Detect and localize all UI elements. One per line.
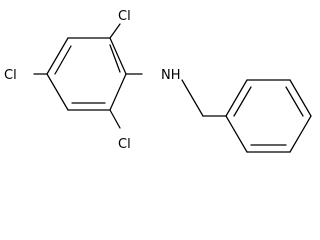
ring-bond [289, 115, 312, 153]
trichlorophenyl-ring [46, 37, 127, 111]
ring-double-bond [233, 86, 252, 117]
ring-double-bond [54, 45, 72, 75]
benzyl-ring [225, 79, 312, 153]
ring-bond [289, 79, 312, 117]
atom-label-cl-top: Cl [118, 9, 131, 24]
ring-bond [225, 79, 248, 117]
atom-label-cl-left: Cl [4, 68, 17, 83]
ring-bond [109, 73, 127, 111]
ring-double-bond [109, 44, 121, 73]
bond-nh-ch2 [181, 79, 204, 117]
ring-double-bond [285, 86, 304, 117]
atom-label-cl-bottom: Cl [118, 137, 131, 152]
background [0, 0, 317, 155]
ring-bond [46, 73, 69, 111]
ring-bond [109, 37, 127, 75]
bond-cl-top [109, 23, 121, 39]
ring-bond [225, 115, 248, 153]
structure-diagram: Cl Cl Cl NH [0, 0, 317, 155]
bond-cl-bottom [109, 109, 121, 129]
atom-label-nh: NH [161, 68, 181, 83]
ring-bond [46, 37, 69, 75]
